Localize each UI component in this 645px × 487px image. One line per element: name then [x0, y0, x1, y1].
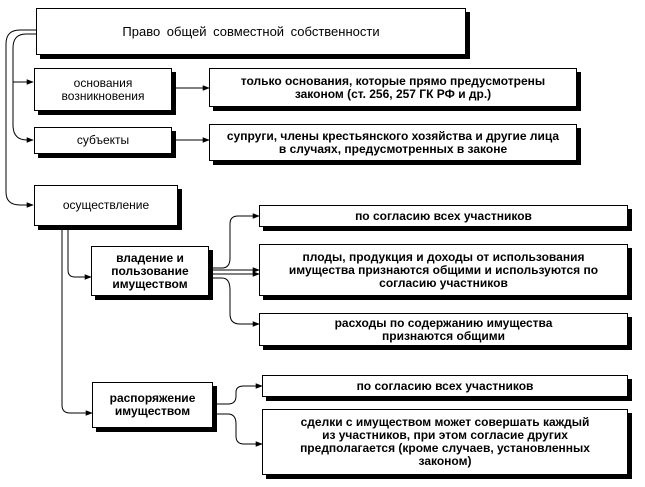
- grounds-text: основания возникновения: [61, 75, 145, 103]
- title-box: Право общей совместной собственности: [36, 8, 466, 55]
- arrow-disposal-transactions: [213, 413, 263, 447]
- arrow-exercise-disposal: [61, 226, 93, 416]
- subjects-text: субъекты: [76, 133, 130, 147]
- exercise-text: осуществление: [62, 198, 150, 212]
- expenses-text: расходы по содержанию имущества признают…: [334, 315, 553, 343]
- disposal-consent-text: по согласию всех участников: [356, 378, 534, 393]
- subjects-detail-text: супруги, члены крестьянского хозяйства и…: [226, 128, 560, 156]
- expenses-box: расходы по содержанию имущества признают…: [259, 313, 628, 346]
- arrow-exercise-possession: [67, 226, 92, 280]
- disposal-box: распоряжение имуществом: [92, 382, 213, 428]
- subjects-box: субъекты: [34, 127, 172, 154]
- transactions-text: сделки с имуществом может совершать кажд…: [300, 415, 590, 468]
- transactions-box: сделки с имуществом может совершать кажд…: [262, 409, 628, 475]
- exercise-box: осуществление: [34, 185, 178, 226]
- grounds-detail-box: только основания, которые прямо предусмо…: [209, 68, 577, 107]
- disposal-text: распоряжение имуществом: [109, 391, 196, 418]
- possession-text: владение и пользование имуществом: [111, 250, 189, 291]
- grounds-box: основания возникновения: [34, 68, 172, 111]
- possession-consent-box: по согласию всех участников: [259, 205, 628, 227]
- arrow-possession-consent: [209, 213, 260, 269]
- arrow-possession-expenses: [209, 277, 260, 327]
- disposal-consent-box: по согласию всех участников: [262, 375, 628, 397]
- subjects-detail-box: супруги, члены крестьянского хозяйства и…: [209, 124, 577, 161]
- possession-consent-text: по согласию всех участников: [355, 208, 532, 223]
- title-text: Право общей совместной собственности: [122, 24, 380, 39]
- arrow-disposal-consent: [213, 383, 263, 405]
- fruits-text: плоды, продукция и доходы от использован…: [288, 249, 599, 290]
- possession-box: владение и пользование имуществом: [91, 246, 209, 296]
- fruits-box: плоды, продукция и доходы от использован…: [259, 244, 628, 296]
- grounds-detail-text: только основания, которые прямо предусмо…: [240, 73, 546, 101]
- spine-inner: [12, 33, 36, 143]
- spine-outer: [5, 29, 36, 208]
